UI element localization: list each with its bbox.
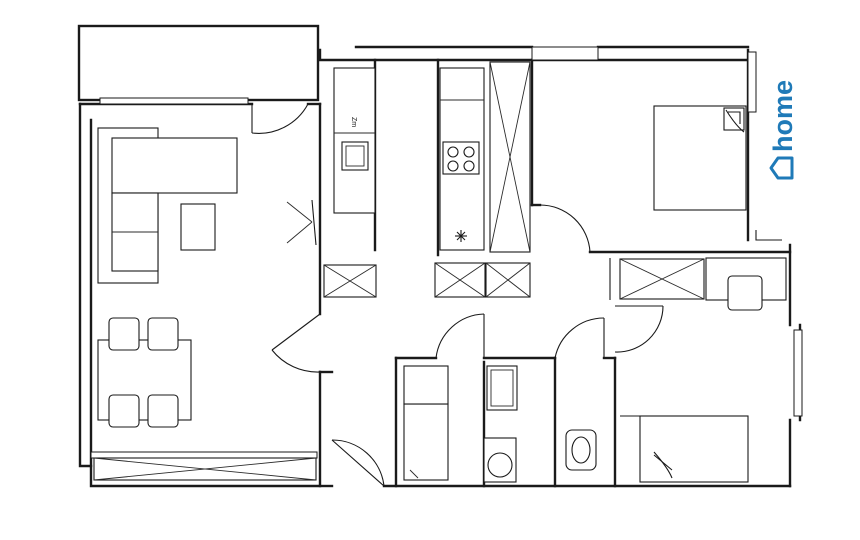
chair: [147, 394, 179, 428]
wall-unit-label: Zm: [350, 117, 357, 127]
chair: [108, 317, 140, 351]
cooktop: [442, 141, 480, 175]
house-icon: [769, 156, 794, 180]
counter-left: [333, 67, 376, 214]
bathtub: [403, 403, 449, 481]
bedroom2-door-swing: [614, 305, 664, 353]
bedroom1-door-swing: [539, 204, 591, 253]
living-room-furniture: [93, 127, 317, 481]
bathroom-door-swing: [435, 313, 485, 359]
desk-chair: [727, 275, 763, 311]
brand-logo: home: [768, 80, 798, 180]
radiator: [755, 230, 782, 241]
bathroom: [403, 365, 597, 483]
window-living-bottom: [90, 451, 318, 459]
walls: [77, 24, 802, 488]
shower-tray: [403, 365, 449, 405]
wc-door-swing: [554, 317, 605, 359]
single-bed: [639, 415, 749, 483]
balcony-door-swing: [251, 103, 309, 134]
extractor-icon: [455, 230, 467, 242]
sofa-chaise: [111, 137, 238, 194]
balcony-outline: [77, 24, 320, 102]
window-living-top: [99, 97, 249, 105]
coffee-table: [180, 203, 216, 251]
doors: [251, 103, 664, 487]
washbasin: [486, 365, 518, 411]
window-bedroom2-right: [793, 329, 803, 417]
bedroom-1: [653, 105, 782, 241]
bedroom-2: [609, 257, 787, 483]
living-door-swing: [271, 349, 321, 373]
kitchen: Zm: [323, 61, 531, 298]
entrance-door-swing: [331, 439, 385, 487]
toilet: [565, 429, 597, 471]
chair: [147, 317, 179, 351]
chair: [108, 394, 140, 428]
pillow: [723, 107, 745, 131]
window-bedroom-right: [747, 51, 757, 113]
window-top: [531, 46, 599, 61]
brand-name: home: [768, 80, 798, 152]
living-room-walls: [78, 102, 322, 488]
